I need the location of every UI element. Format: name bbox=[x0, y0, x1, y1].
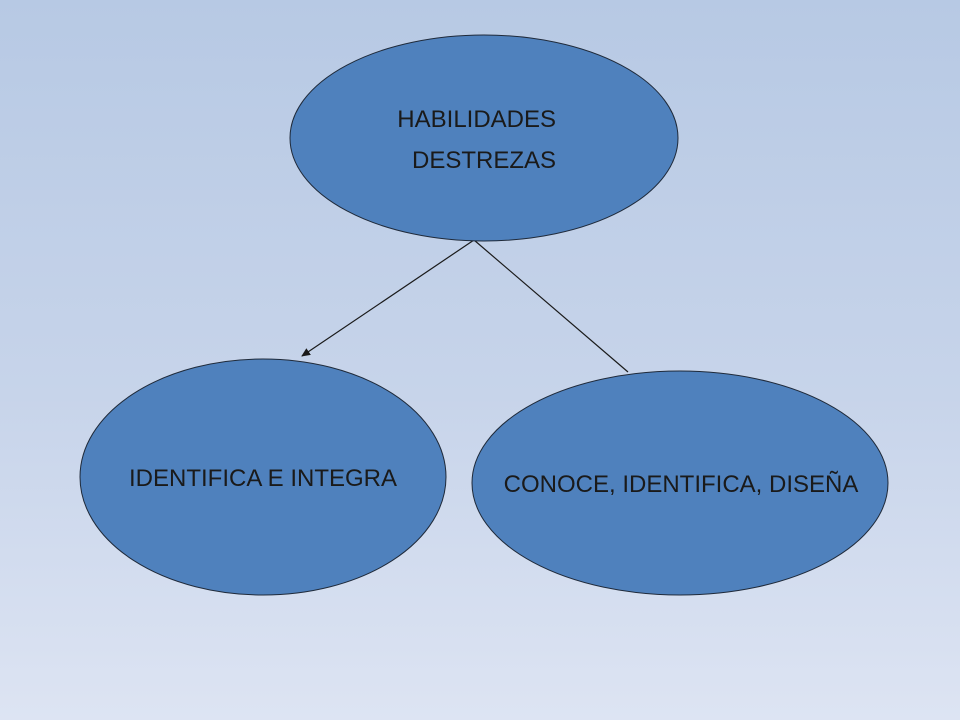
edge-root-to-right bbox=[473, 239, 629, 373]
node-right-label: CONOCE, IDENTIFICA, DISEÑA bbox=[504, 471, 859, 498]
edge-root-to-left bbox=[301, 239, 475, 357]
node-root-label-line1: HABILIDADES bbox=[397, 106, 556, 133]
node-root: HABILIDADES DESTREZAS bbox=[289, 34, 679, 242]
node-root-label-line2: DESTREZAS bbox=[412, 147, 556, 174]
node-right: CONOCE, IDENTIFICA, DISEÑA bbox=[471, 370, 889, 596]
node-left-label: IDENTIFICA E INTEGRA bbox=[129, 465, 397, 492]
node-root-label: HABILIDADES DESTREZAS bbox=[397, 106, 562, 174]
node-right-shape bbox=[471, 370, 889, 596]
node-left-shape bbox=[79, 358, 447, 596]
node-left: IDENTIFICA E INTEGRA bbox=[79, 358, 447, 596]
node-root-shape bbox=[289, 34, 679, 242]
